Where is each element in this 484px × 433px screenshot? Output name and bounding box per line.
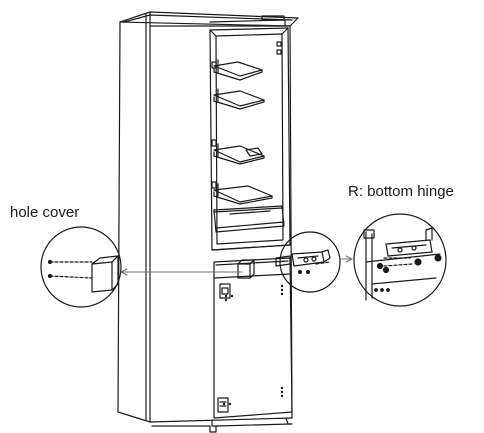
fridge-crisper bbox=[213, 205, 285, 233]
fridge-cabinet bbox=[117, 11, 299, 433]
bottom-hinge-detail bbox=[353, 213, 447, 307]
fridge-shelf-1 bbox=[213, 59, 263, 81]
bottom-hinge-label: R: bottom hinge bbox=[348, 183, 454, 200]
hinge-location bbox=[275, 255, 291, 267]
fridge-shelf-2 bbox=[213, 88, 265, 110]
door-mounting-holes bbox=[222, 284, 284, 406]
fridge-compartment bbox=[209, 27, 291, 251]
hole-cover-label: hole cover bbox=[10, 204, 80, 221]
fridge-shelf-4 bbox=[213, 183, 273, 205]
hole-cover-location bbox=[237, 259, 255, 279]
hole-cover-detail bbox=[40, 226, 122, 308]
fridge-shelf-3 bbox=[213, 143, 265, 165]
hinge-detail-middle bbox=[279, 231, 341, 293]
